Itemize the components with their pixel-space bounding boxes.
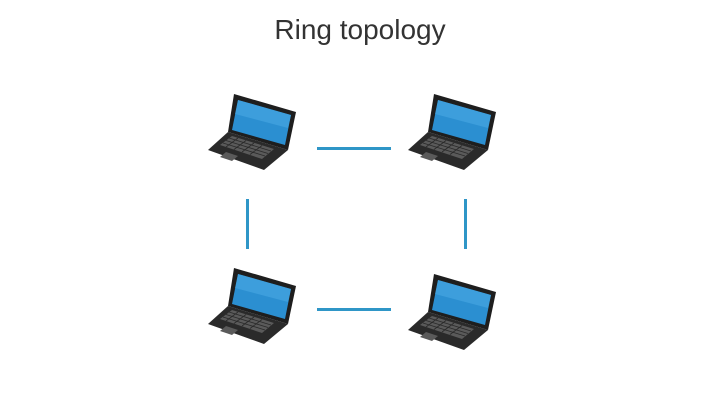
laptop-icon — [408, 94, 496, 170]
laptop-icon — [208, 268, 296, 344]
diagram-title: Ring topology — [274, 14, 446, 45]
link-left — [246, 199, 249, 249]
link-right — [464, 199, 467, 249]
laptop-node-top-left — [208, 92, 298, 172]
laptop-node-top-right — [408, 92, 498, 172]
laptop-node-bottom-left — [208, 266, 298, 346]
laptop-icon — [408, 274, 496, 350]
link-top — [317, 147, 391, 150]
laptop-node-bottom-right — [408, 272, 498, 352]
link-bottom — [317, 308, 391, 311]
laptop-icon — [208, 94, 296, 170]
